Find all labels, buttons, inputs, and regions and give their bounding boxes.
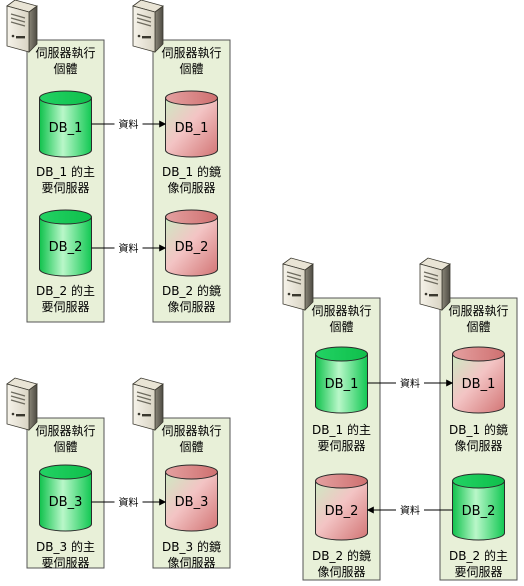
instance-title: 個體 xyxy=(53,62,77,76)
db-role-caption: 像伺服器 xyxy=(167,181,215,195)
mirror-database: DB_1 xyxy=(452,346,505,414)
db-name-label: DB_2 xyxy=(325,504,359,519)
instance-title: 個體 xyxy=(179,62,203,76)
db-role-caption: 像伺服器 xyxy=(317,565,365,579)
mirror-database: DB_1 xyxy=(165,90,218,158)
db-role-caption: DB_1 的主 xyxy=(36,164,95,179)
db-role-caption: 要伺服器 xyxy=(41,556,89,570)
db-name-label: DB_1 xyxy=(49,121,83,136)
db-role-caption: 要伺服器 xyxy=(41,300,89,314)
data-flow-arrow: 資料 xyxy=(367,376,454,390)
data-flow-arrow: 資料 xyxy=(91,495,167,509)
server-icon xyxy=(6,377,38,431)
db-role-caption: DB_1 的鏡 xyxy=(162,164,221,179)
db-name-label: DB_1 xyxy=(325,377,359,392)
db-name-label: DB_2 xyxy=(49,240,83,255)
data-flow-label: 資料 xyxy=(400,377,420,390)
instance-title: 個體 xyxy=(179,440,203,454)
db-role-caption: DB_2 的主 xyxy=(449,548,508,563)
data-flow-arrow: 資料 xyxy=(366,503,453,517)
db-name-label: DB_1 xyxy=(462,377,496,392)
mirror-database: DB_2 xyxy=(165,209,218,277)
db-role-caption: 要伺服器 xyxy=(41,181,89,195)
db-name-label: DB_1 xyxy=(175,121,209,136)
server-icon xyxy=(282,257,314,311)
server-icon xyxy=(419,257,451,311)
server-icon xyxy=(6,0,38,53)
db-role-caption: 像伺服器 xyxy=(167,556,215,570)
db-role-caption: DB_1 的鏡 xyxy=(449,422,508,437)
instance-title: 個體 xyxy=(466,320,490,334)
db-role-caption: DB_2 的鏡 xyxy=(312,548,371,563)
instance-title: 個體 xyxy=(53,440,77,454)
data-flow-label: 資料 xyxy=(119,242,139,255)
db-role-caption: DB_2 的主 xyxy=(36,283,95,298)
db-role-caption: DB_3 的主 xyxy=(36,539,95,554)
mirror-database: DB_2 xyxy=(315,473,368,541)
mirror-database: DB_3 xyxy=(165,464,218,532)
data-flow-arrow: 資料 xyxy=(91,241,167,255)
db-name-label: DB_2 xyxy=(462,504,496,519)
data-flow-label: 資料 xyxy=(119,118,139,131)
db-role-caption: DB_2 的鏡 xyxy=(162,283,221,298)
db-role-caption: 像伺服器 xyxy=(167,300,215,314)
db-role-caption: 像伺服器 xyxy=(454,439,502,453)
instance-title: 伺服器執行 xyxy=(35,424,95,438)
db-name-label: DB_3 xyxy=(49,495,83,510)
instance-title: 個體 xyxy=(329,320,353,334)
data-flow-label: 資料 xyxy=(119,496,139,509)
principal-database: DB_1 xyxy=(39,90,92,158)
instance-title: 伺服器執行 xyxy=(161,424,221,438)
data-flow-label: 資料 xyxy=(400,504,420,517)
data-flow-arrow: 資料 xyxy=(91,117,167,131)
instance-title: 伺服器執行 xyxy=(311,304,371,318)
db-role-caption: DB_3 的鏡 xyxy=(162,539,221,554)
principal-database: DB_2 xyxy=(452,473,505,541)
db-role-caption: DB_1 的主 xyxy=(312,422,371,437)
principal-database: DB_2 xyxy=(39,209,92,277)
instance-title: 伺服器執行 xyxy=(448,304,508,318)
instance-title: 伺服器執行 xyxy=(35,46,95,60)
db-role-caption: 要伺服器 xyxy=(454,565,502,579)
db-role-caption: 要伺服器 xyxy=(317,439,365,453)
db-name-label: DB_3 xyxy=(175,495,209,510)
server-icon xyxy=(132,0,164,53)
db-name-label: DB_2 xyxy=(175,240,209,255)
instance-title: 伺服器執行 xyxy=(161,46,221,60)
principal-database: DB_3 xyxy=(39,464,92,532)
server-icon xyxy=(132,377,164,431)
principal-database: DB_1 xyxy=(315,346,368,414)
